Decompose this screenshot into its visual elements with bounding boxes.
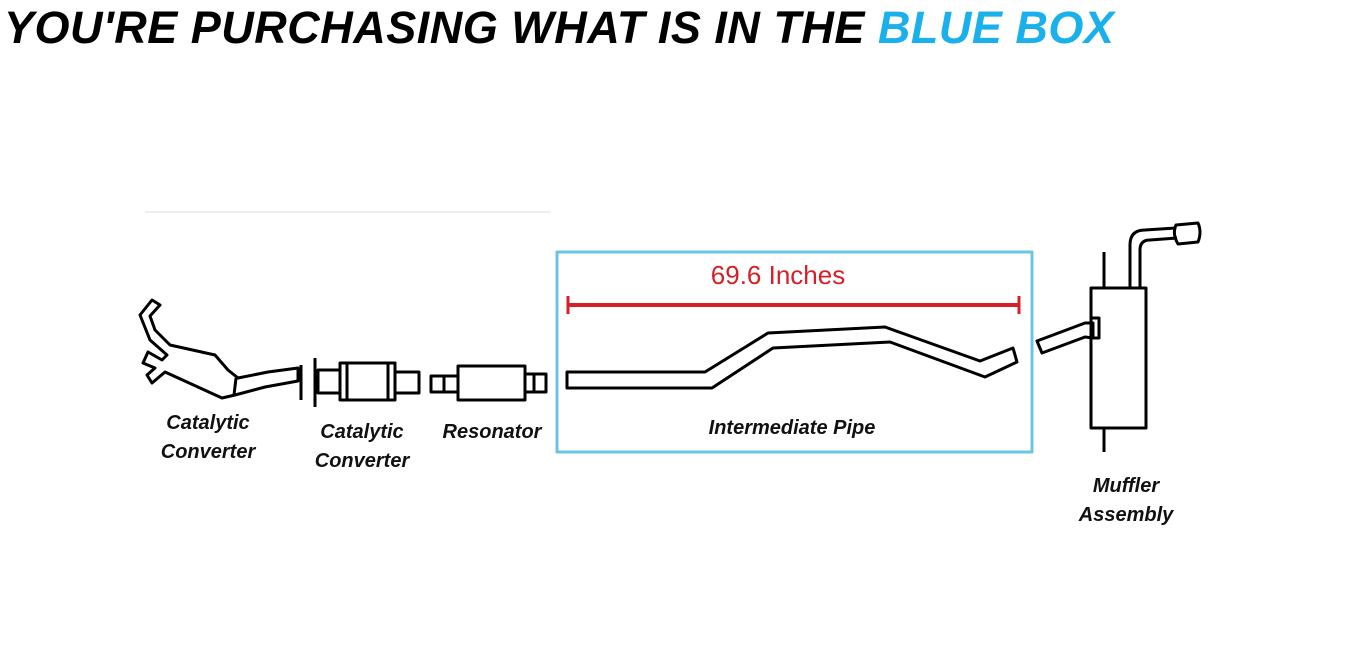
dimension-line [566,296,1021,314]
label-line: Catalytic [166,412,250,434]
resonator-drawing [429,364,548,402]
blue-highlight-box [555,250,1034,454]
label-intermediate-pipe: Intermediate Pipe [709,414,876,443]
headline-highlight: BLUE BOX [877,2,1115,53]
label-catalytic-converter-1: Catalytic Converter [161,409,255,467]
label-catalytic-converter-2: Catalytic Converter [315,418,409,476]
dimension-label: 69.6 Inches [710,260,846,290]
muffler-assembly-drawing [1035,221,1202,452]
label-line: Assembly [1078,504,1174,526]
headline-main: YOU'RE PURCHASING WHAT IS IN THE [4,2,878,53]
catalytic-converter-1-drawing [138,298,303,400]
label-line: Intermediate Pipe [708,417,876,439]
intermediate-pipe-drawing [565,325,1019,390]
label-line: Muffler [1092,475,1160,497]
label-muffler-assembly: Muffler Assembly [1079,472,1174,530]
label-resonator: Resonator [443,418,542,447]
label-line: Catalytic [320,421,404,443]
headline: YOU'RE PURCHASING WHAT IS IN THE BLUE BO… [4,2,1356,54]
label-line: Resonator [442,421,542,443]
label-line: Converter [160,441,256,463]
catalytic-converter-2-drawing [313,358,421,407]
label-line: Converter [314,450,410,472]
